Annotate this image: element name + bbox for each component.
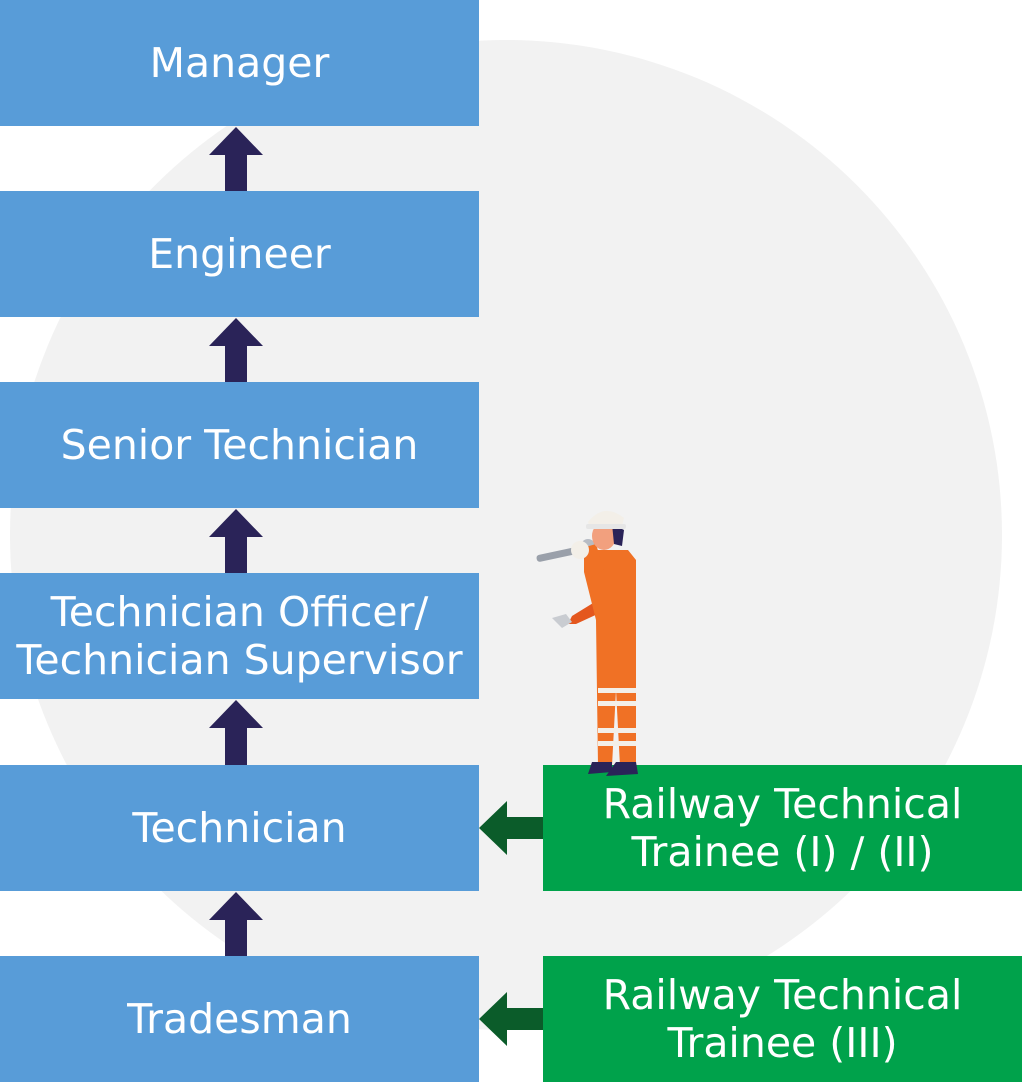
role-label-senior-technician: Senior Technician <box>60 421 419 469</box>
role-label-tradesman: Tradesman <box>127 995 352 1043</box>
role-box-technician-officer: Technician Officer/ Technician Superviso… <box>0 573 479 699</box>
role-box-technician: Technician <box>0 765 479 891</box>
role-box-manager: Manager <box>0 0 479 126</box>
role-box-tradesman: Tradesman <box>0 956 479 1082</box>
promotion-arrow-icon <box>209 509 263 573</box>
role-label-engineer: Engineer <box>148 230 331 278</box>
promotion-arrow-icon <box>209 892 263 956</box>
role-label-technician-officer-line2: Technician Supervisor <box>16 636 463 684</box>
role-box-senior-technician: Senior Technician <box>0 382 479 508</box>
entry-box-trainee-3: Railway Technical Trainee (III) <box>543 956 1022 1082</box>
entry-label-trainee-3-line1: Railway Technical <box>602 971 963 1019</box>
promotion-arrow-icon <box>209 318 263 382</box>
role-box-engineer: Engineer <box>0 191 479 317</box>
entry-arrow-icon <box>479 992 543 1046</box>
promotion-arrow-icon <box>209 127 263 191</box>
worker-illustration-icon <box>536 510 638 776</box>
role-label-technician-officer-line1: Technician Officer/ <box>50 588 429 636</box>
promotion-arrow-icon <box>209 700 263 765</box>
role-label-manager: Manager <box>149 39 330 87</box>
role-label-technician: Technician <box>132 804 347 852</box>
entry-label-trainee-1-2-line1: Railway Technical <box>602 780 963 828</box>
entry-box-trainee-1-2: Railway Technical Trainee (I) / (II) <box>543 765 1022 891</box>
entry-arrow-icon <box>479 801 543 855</box>
entry-label-trainee-1-2-line2: Trainee (I) / (II) <box>631 828 934 876</box>
entry-label-trainee-3-line2: Trainee (III) <box>667 1019 898 1067</box>
